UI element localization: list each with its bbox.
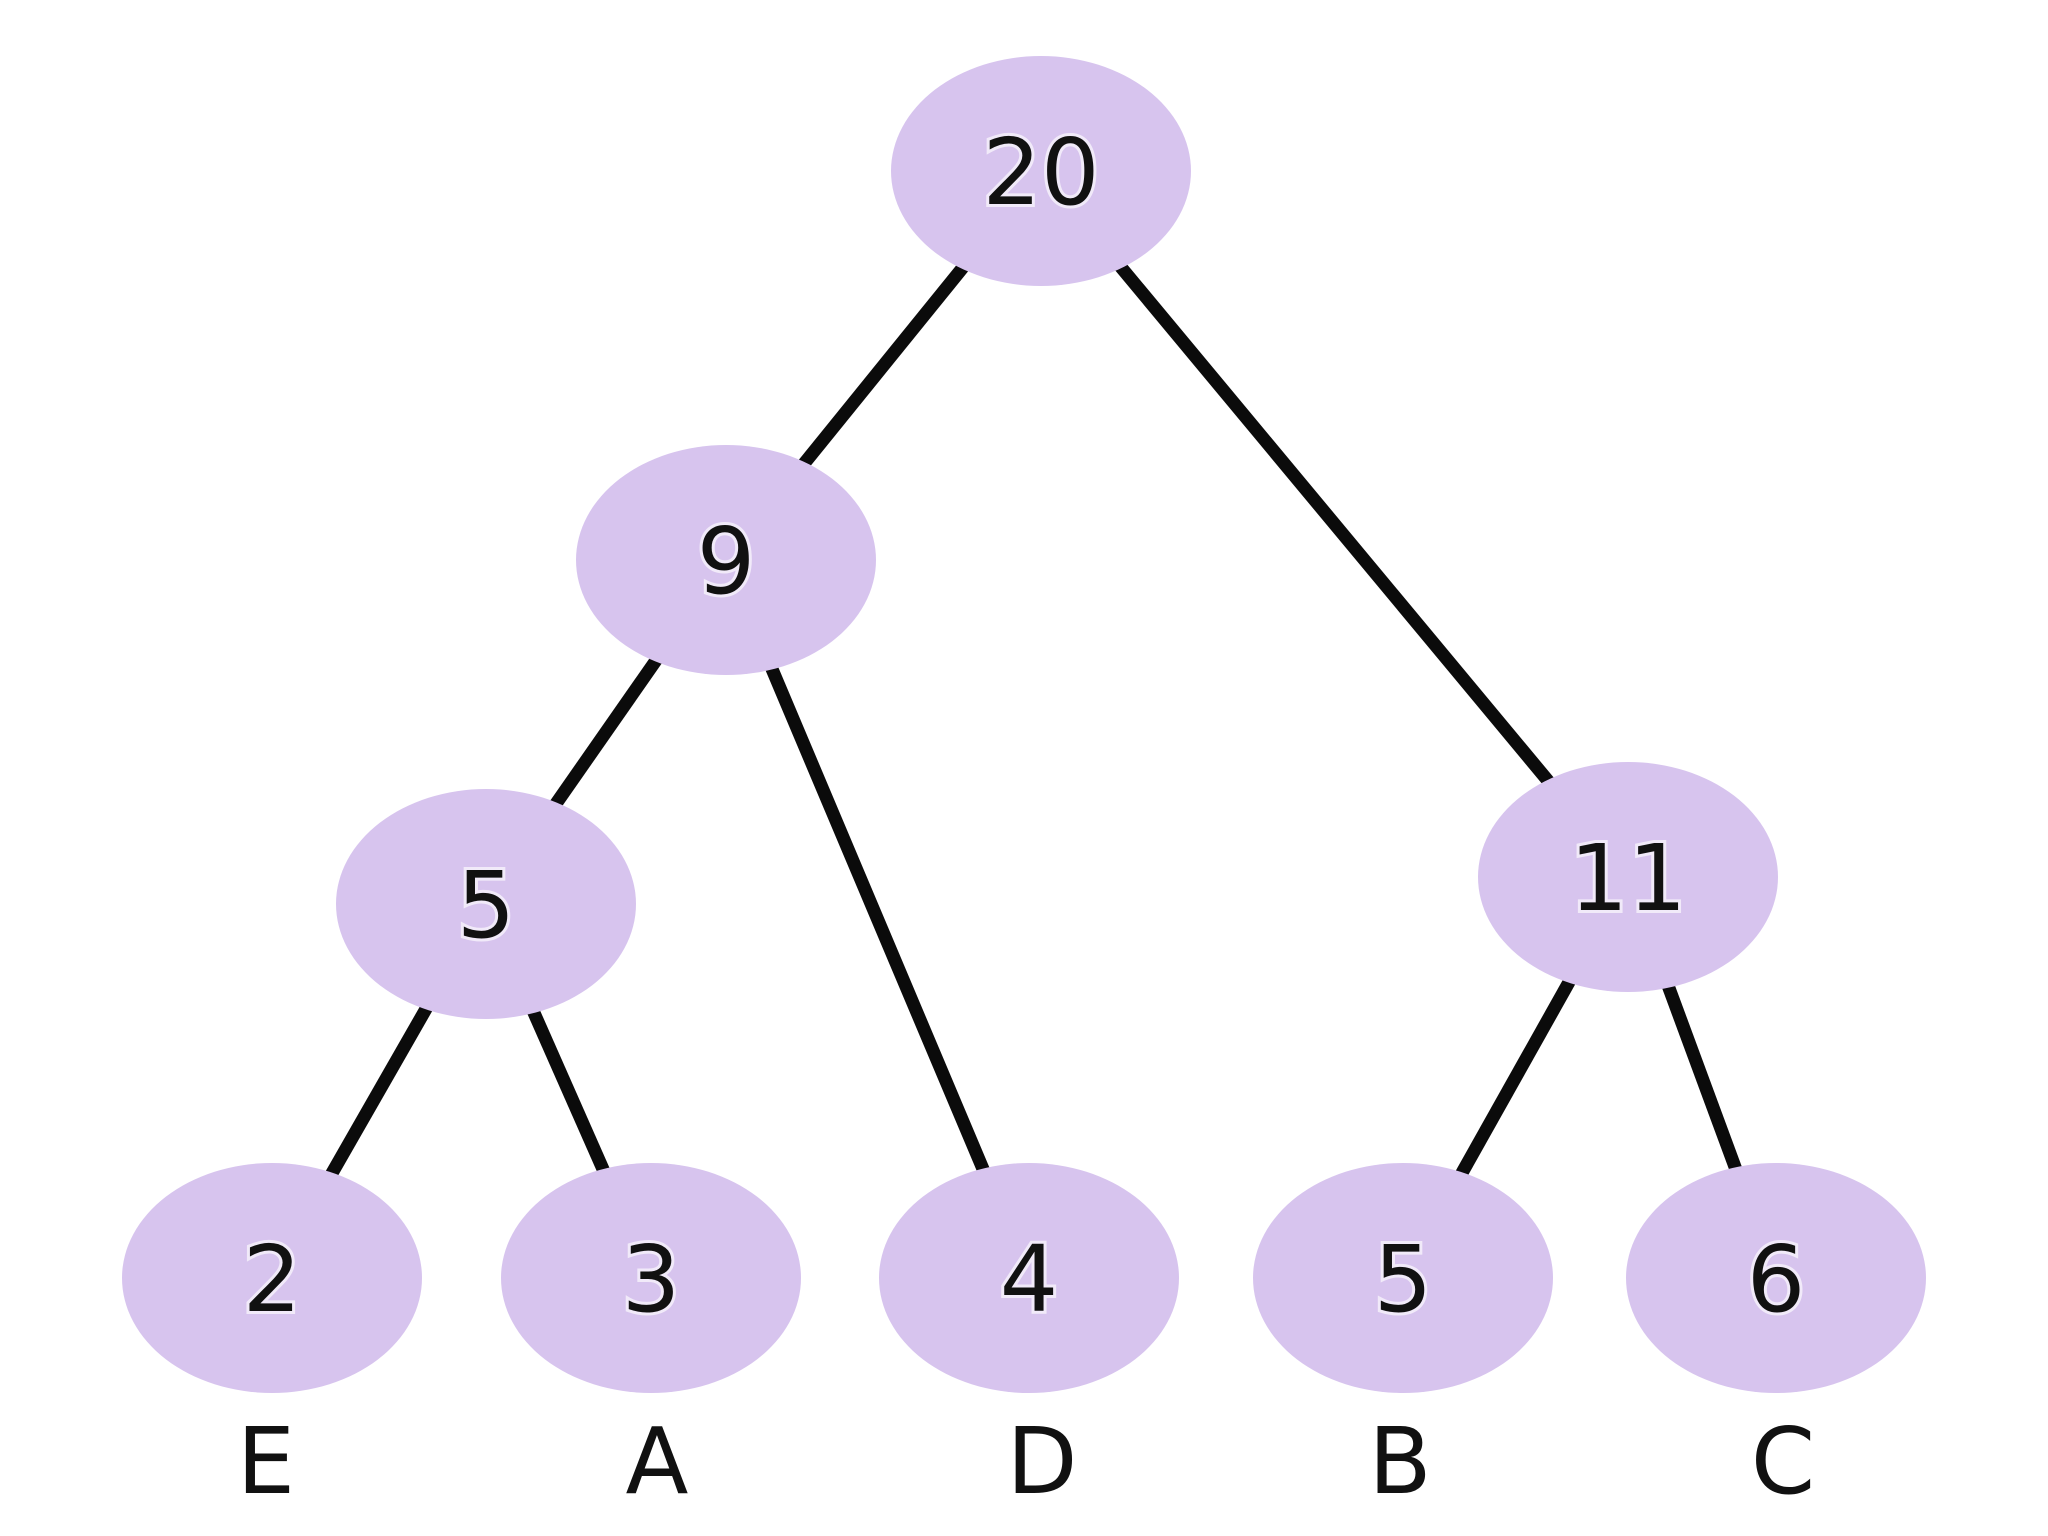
leaf-label-leaf-a: A bbox=[626, 1408, 689, 1515]
tree-node-root bbox=[891, 56, 1191, 286]
node-value-n11: 11 bbox=[1569, 825, 1686, 932]
tree-node-leaf-e bbox=[122, 1163, 422, 1393]
leaf-label-leaf-d: D bbox=[1007, 1408, 1078, 1515]
node-value-leaf-a: 3 bbox=[622, 1226, 681, 1333]
leaf-label-leaf-c: C bbox=[1751, 1408, 1815, 1515]
node-value-leaf-d: 4 bbox=[1000, 1226, 1059, 1333]
node-value-leaf-e: 2 bbox=[243, 1226, 302, 1333]
tree-node-leaf-b bbox=[1253, 1163, 1553, 1393]
node-value-leaf-b: 5 bbox=[1374, 1226, 1433, 1333]
tree-edge-root-n11 bbox=[1036, 166, 1633, 882]
nodes-layer: 20 9 5 11 2 3 4 5 6 bbox=[122, 56, 1926, 1393]
tree-node-leaf-a bbox=[501, 1163, 801, 1393]
node-value-root: 20 bbox=[982, 119, 1099, 226]
tree-node-n11 bbox=[1478, 762, 1778, 992]
tree-node-leaf-d bbox=[879, 1163, 1179, 1393]
tree-node-n5 bbox=[336, 789, 636, 1019]
tree-node-n9 bbox=[576, 445, 876, 675]
edges-layer bbox=[266, 166, 1783, 1282]
node-value-n5: 5 bbox=[457, 852, 516, 959]
tree-edge-n9-leaf-d bbox=[720, 557, 1035, 1281]
tree-node-leaf-c bbox=[1626, 1163, 1926, 1393]
node-value-n9: 9 bbox=[697, 508, 756, 615]
leaf-label-leaf-b: B bbox=[1368, 1408, 1431, 1515]
node-value-leaf-c: 6 bbox=[1747, 1226, 1806, 1333]
leaf-label-leaf-e: E bbox=[237, 1408, 295, 1515]
